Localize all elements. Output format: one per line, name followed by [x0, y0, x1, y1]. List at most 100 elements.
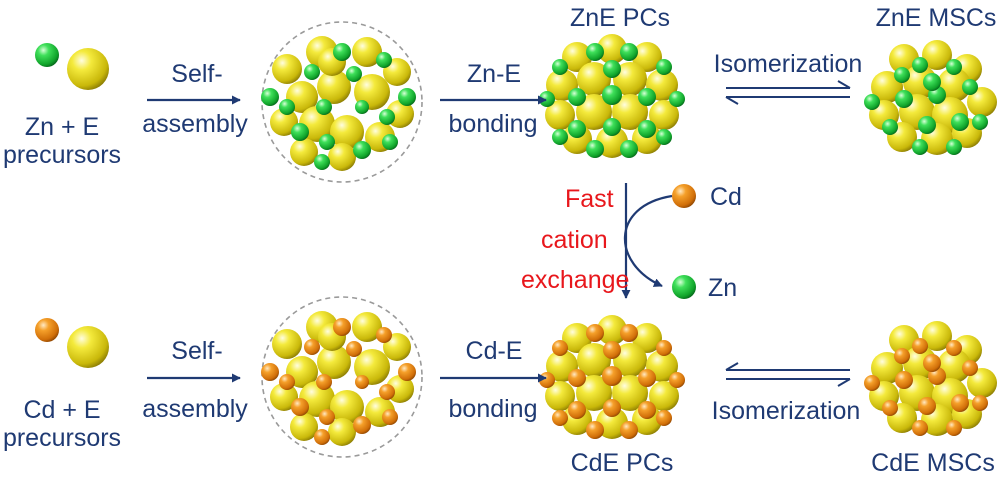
cadmium-atom	[316, 374, 332, 390]
chalcogen-atom	[270, 383, 298, 411]
zinc-atom	[353, 141, 371, 159]
cadmium-atom	[603, 399, 621, 417]
chalcogen-atom	[317, 345, 351, 379]
zinc-atom	[346, 66, 362, 82]
chalcogen-atom	[871, 71, 903, 103]
zinc-atom	[314, 154, 330, 170]
chalcogen-atom	[612, 94, 648, 130]
cadmium-atom	[912, 420, 928, 436]
zinc-atom	[894, 67, 910, 83]
zne-mscs-label: ZnE MSCs	[875, 4, 997, 32]
chalcogen-atom	[967, 87, 997, 117]
zinc-atom	[261, 88, 279, 106]
zinc-atom	[398, 88, 416, 106]
zinc-atom	[669, 91, 685, 107]
zinc-atom	[620, 140, 638, 158]
chalcogen-atom	[330, 390, 364, 424]
equilibrium-forward-barb	[837, 80, 851, 89]
cadmium-atom	[946, 340, 962, 356]
zne-pcs-label: ZnE PCs	[569, 4, 671, 32]
cation-label: cation	[541, 226, 608, 254]
zinc-atom	[316, 99, 332, 115]
cadmium-atom	[602, 366, 622, 386]
zinc-atom	[603, 60, 621, 78]
chalcogen-atom	[576, 375, 612, 411]
cadmium-atom	[951, 394, 969, 412]
cadmium-atom	[346, 341, 362, 357]
chalcogen-atom	[903, 65, 937, 99]
zinc-atom	[912, 139, 928, 155]
zinc-atom	[379, 109, 395, 125]
cadmium-atom	[552, 410, 568, 426]
cadmium-atom	[638, 369, 656, 387]
cadmium-atom	[656, 340, 672, 356]
cadmium-atom	[620, 324, 638, 342]
cadmium-atom	[333, 318, 351, 336]
assembly-boundary	[261, 296, 423, 458]
cd-label: Cd	[710, 183, 742, 211]
chalcogen-atom	[317, 70, 351, 104]
cadmium-atom	[568, 401, 586, 419]
cadmium-atom	[603, 341, 621, 359]
self-assembly-label: assembly	[142, 395, 248, 423]
chalcogen-atom	[577, 343, 611, 377]
cadmium-atom	[962, 360, 978, 376]
chalcogen-atom	[649, 381, 679, 411]
chalcogen-atom	[67, 48, 109, 90]
cadmium-atom	[552, 340, 568, 356]
zinc-atom	[279, 99, 295, 115]
cd-e-bonding-label: Cd-E	[465, 337, 523, 365]
zinc-atom	[638, 120, 656, 138]
cadmium-atom	[355, 375, 369, 389]
chalcogen-atom	[67, 326, 109, 368]
cadmium-atom	[382, 409, 398, 425]
cadmium-atom	[398, 363, 416, 381]
cadmium-atom	[586, 421, 604, 439]
cadmium-atom	[568, 369, 586, 387]
zinc-atom	[656, 59, 672, 75]
cadmium-atom	[894, 348, 910, 364]
chalcogen-atom	[272, 54, 302, 84]
equilibrium-forward-barb	[725, 362, 739, 371]
zinc-atom	[586, 43, 604, 61]
zinc-atom	[951, 113, 969, 131]
zinc-atom	[972, 114, 988, 130]
chalcogen-atom	[632, 42, 662, 72]
zinc-atom	[304, 64, 320, 80]
cadmium-atom	[353, 416, 371, 434]
cadmium-atom	[376, 327, 392, 343]
cadmium-atom	[279, 374, 295, 390]
chalcogen-atom	[922, 40, 952, 70]
zn-e-bonding-label: bonding	[448, 110, 538, 138]
zinc-atom	[568, 120, 586, 138]
cadmium-atom	[672, 184, 696, 208]
zinc-atom	[882, 119, 898, 135]
zinc-atom	[962, 79, 978, 95]
chalcogen-atom	[596, 407, 628, 439]
zinc-atom	[586, 140, 604, 158]
cadmium-atom	[379, 384, 395, 400]
assembly-boundary	[261, 21, 423, 183]
zinc-atom	[620, 43, 638, 61]
chalcogen-atom	[352, 312, 382, 342]
zinc-atom	[35, 43, 59, 67]
equilibrium-reverse-barb	[725, 96, 739, 105]
cadmium-atom	[261, 363, 279, 381]
cadmium-atom	[918, 397, 936, 415]
chalcogen-atom	[889, 325, 919, 355]
chalcogen-atom	[613, 343, 647, 377]
zinc-atom	[376, 52, 392, 68]
zinc-atom	[382, 134, 398, 150]
cadmium-atom	[656, 410, 672, 426]
cadmium-atom	[923, 354, 941, 372]
zinc-atom	[918, 116, 936, 134]
zinc-atom	[552, 129, 568, 145]
chalcogen-atom	[330, 115, 364, 149]
zinc-atom	[656, 129, 672, 145]
cadmium-atom	[895, 371, 913, 389]
zinc-atom	[638, 88, 656, 106]
zinc-atom	[864, 94, 880, 110]
